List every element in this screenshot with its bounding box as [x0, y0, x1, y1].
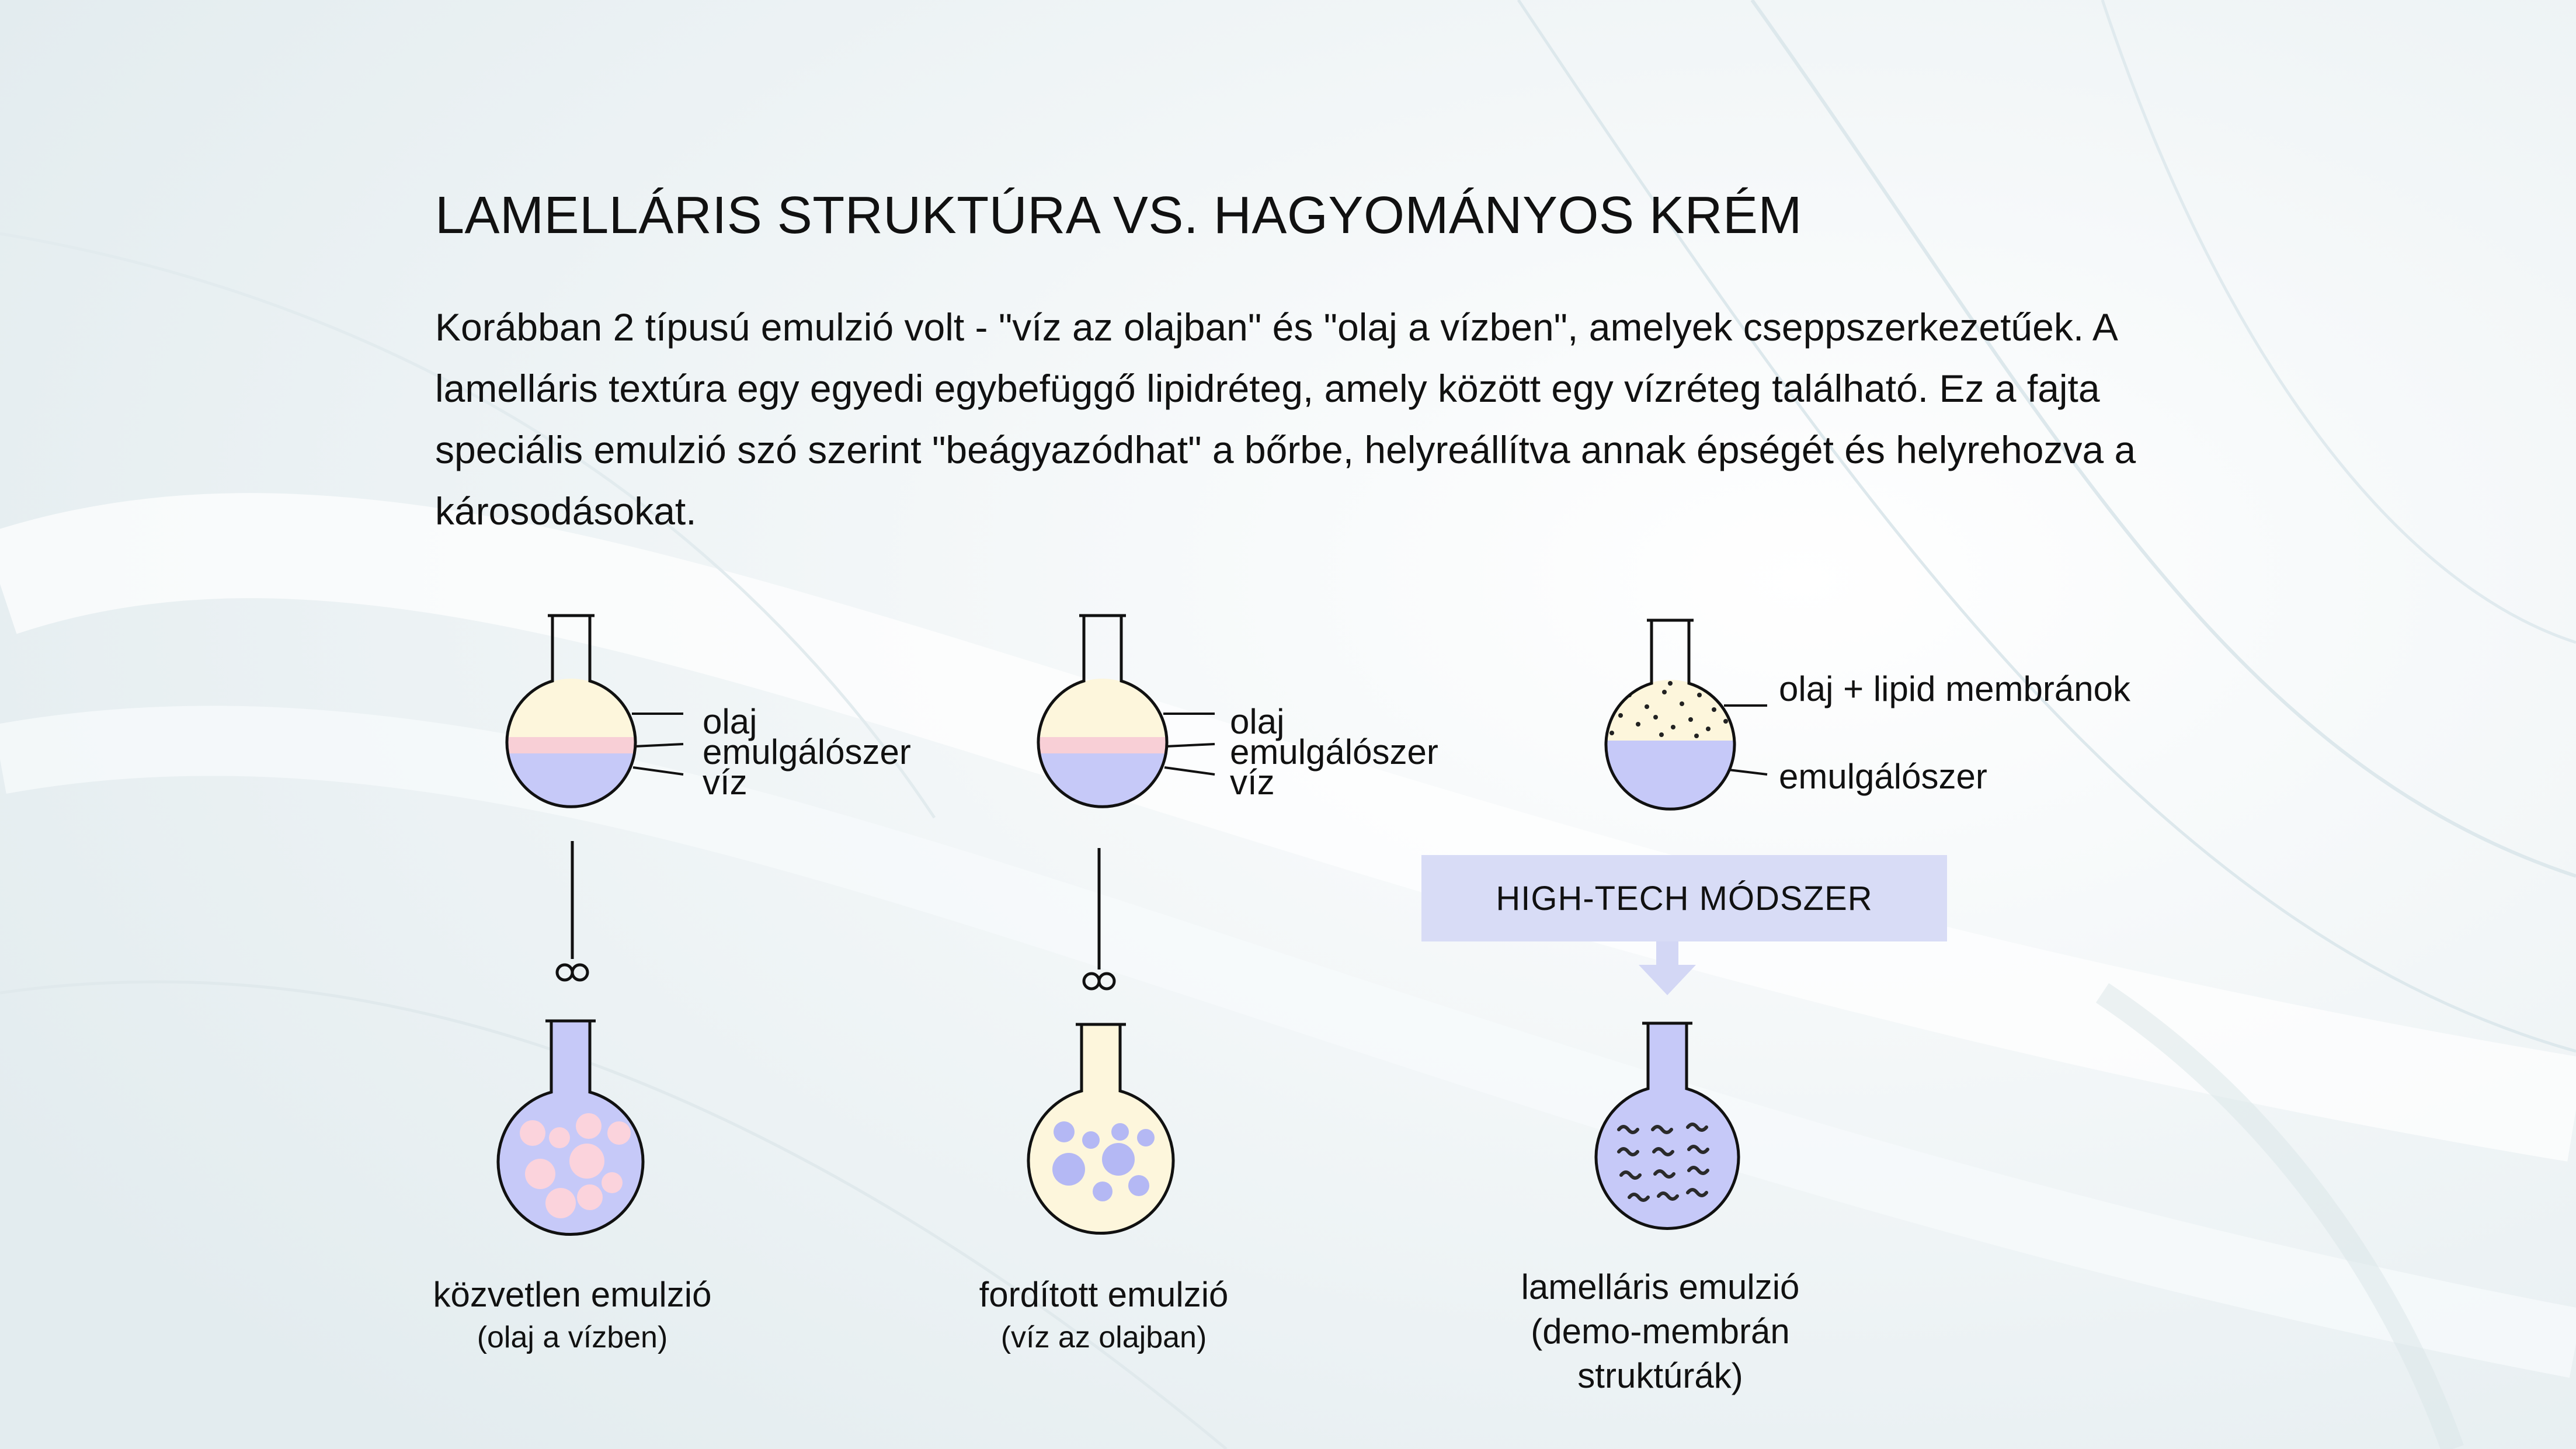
flask-3-layered — [1604, 618, 1768, 811]
flask-2-label-water: víz — [1230, 763, 1275, 802]
down-arrow-icon — [1639, 941, 1696, 995]
flask-3-label-oil-lipid: olaj + lipid membránok — [1779, 669, 2130, 708]
flask-3-caption: lamelláris emulzió (demo-membrán struktú… — [1456, 1265, 1865, 1398]
flask-3-label-emulsifier: emulgálószer — [1779, 757, 1987, 796]
flask-3-caption-line-1: lamelláris emulzió — [1521, 1267, 1800, 1306]
flask-2-emulsion — [1027, 1023, 1175, 1235]
flask-2-label-emulsifier: emulgálószer — [1230, 732, 1438, 772]
flask-1-caption: közvetlen emulzió — [433, 1275, 712, 1314]
flask-1-label-oil: olaj — [703, 702, 757, 741]
hightech-method-box: HIGH-TECH MÓDSZER — [1421, 855, 1947, 941]
flask-1-layered — [505, 614, 684, 808]
stirrer-1-icon — [555, 841, 589, 982]
page-title: LAMELLÁRIS STRUKTÚRA VS. HAGYOMÁNYOS KRÉ… — [435, 186, 1803, 245]
flask-2-layered — [1037, 614, 1215, 808]
flask-1-label-emulsifier: emulgálószer — [703, 732, 911, 772]
hightech-method-label: HIGH-TECH MÓDSZER — [1496, 879, 1873, 918]
flask-1-subcaption: (olaj a vízben) — [477, 1321, 668, 1354]
flask-3-caption-line-2: (demo-membrán — [1531, 1312, 1790, 1351]
flask-1-label-water: víz — [703, 763, 748, 802]
flask-3-emulsion — [1594, 1021, 1740, 1230]
flask-1-emulsion — [496, 1019, 645, 1236]
intro-paragraph: Korábban 2 típusú emulzió volt - "víz az… — [435, 305, 2136, 533]
flask-2-caption: fordított emulzió — [979, 1275, 1229, 1314]
flask-3-caption-line-3: struktúrák) — [1577, 1356, 1743, 1395]
flask-2-subcaption: (víz az olajban) — [1000, 1321, 1207, 1354]
stirrer-2-icon — [1082, 848, 1116, 991]
flask-2-label-oil: olaj — [1230, 702, 1285, 741]
